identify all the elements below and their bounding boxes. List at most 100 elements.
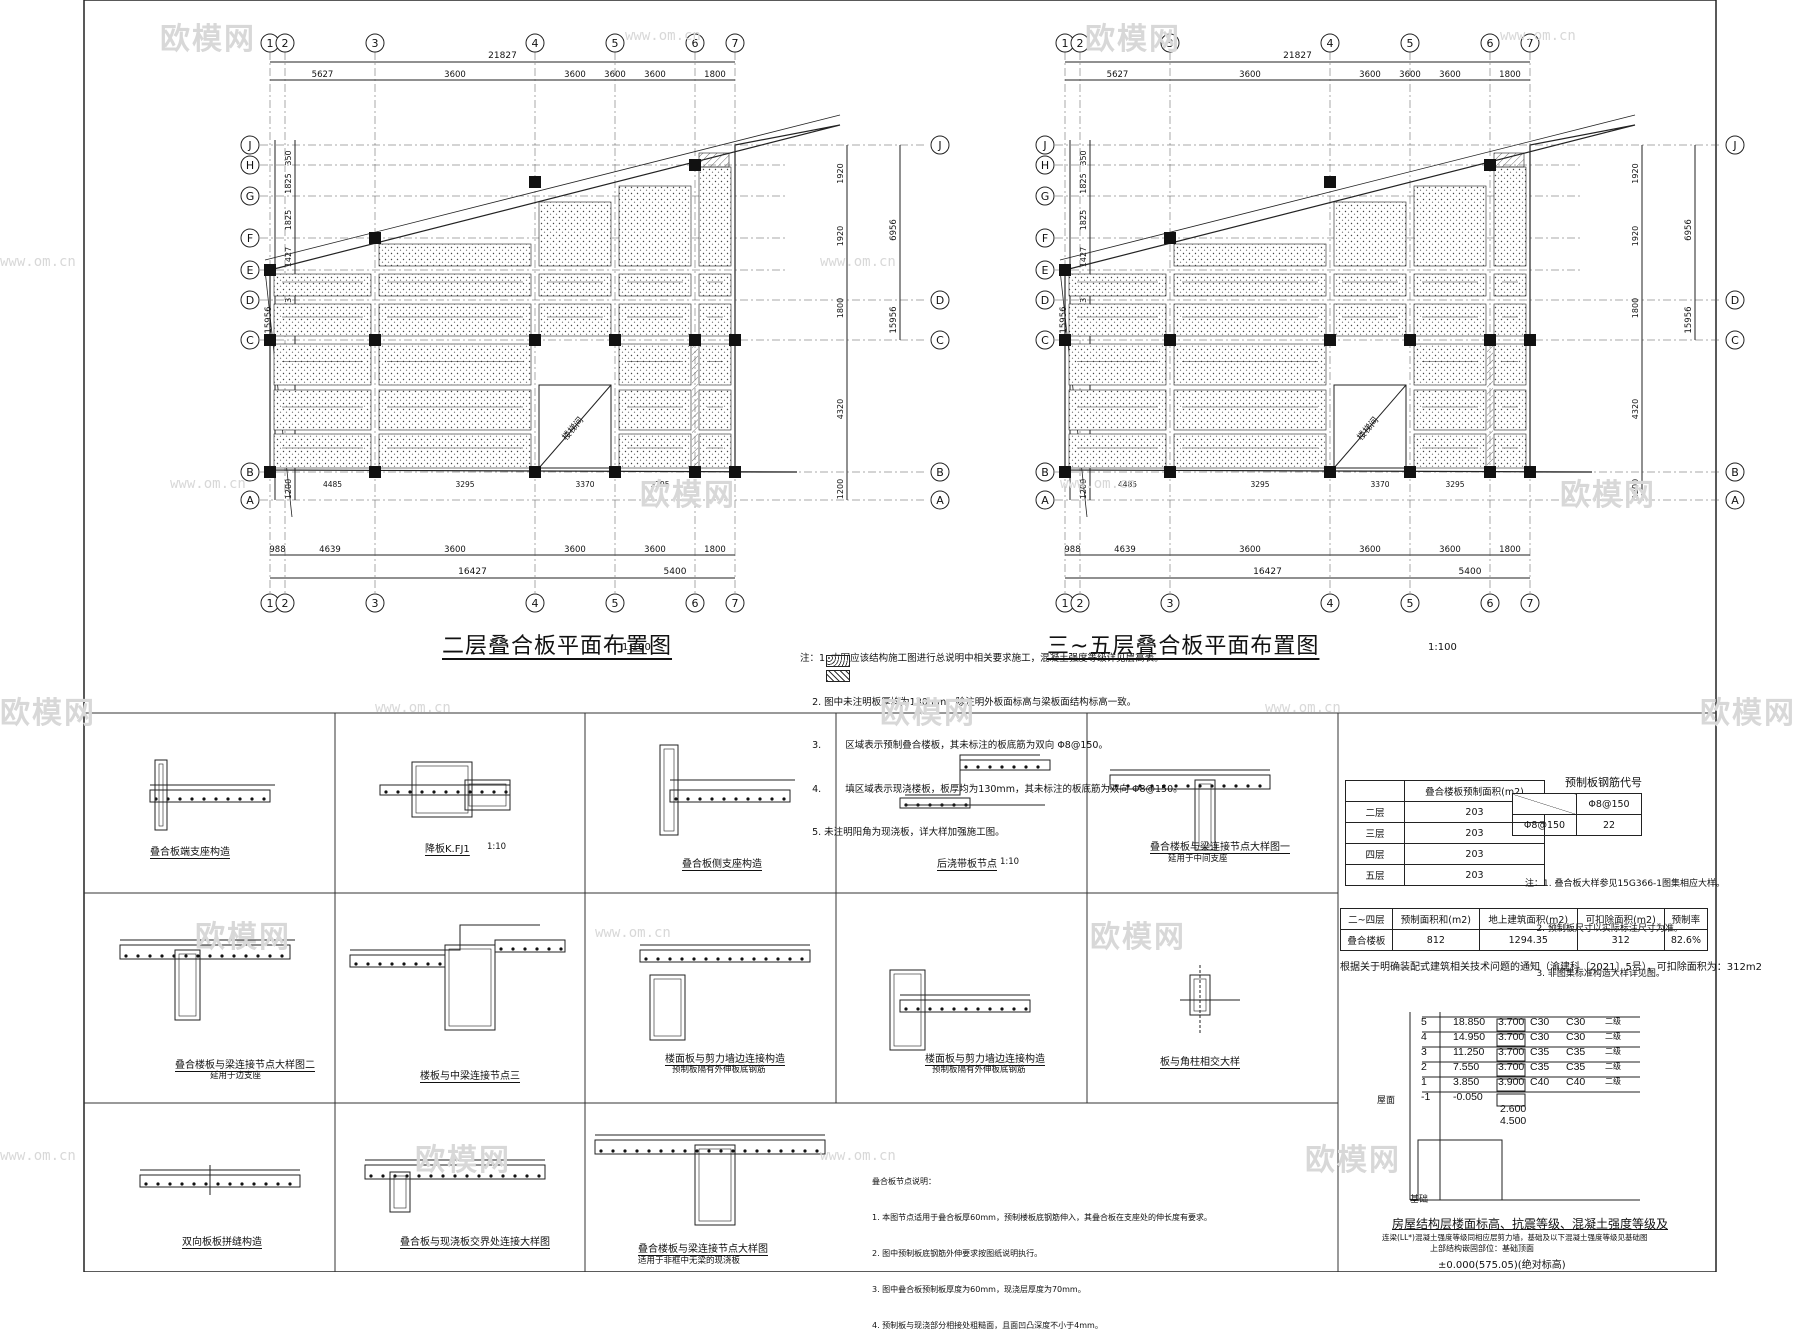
rebar-dot <box>438 962 442 966</box>
dimension-label: 3600 <box>564 70 586 80</box>
precast-slab <box>1068 433 1167 469</box>
axis-bubble <box>240 155 260 175</box>
rebar-dot <box>216 1182 220 1186</box>
rate-cell: 312 <box>1576 929 1665 951</box>
rebar-dot <box>226 797 230 801</box>
axis-letter: J <box>247 139 251 152</box>
axis-letter: H <box>246 159 254 172</box>
precast-slab <box>1173 389 1327 431</box>
precast-slab <box>378 243 532 267</box>
floor-height-box <box>1496 1093 1526 1107</box>
floor-elevation: 18.850 <box>1453 1016 1486 1028</box>
axis-bubble <box>1480 593 1500 613</box>
plan-scale-2f: 1:100 <box>622 642 651 653</box>
dimension-label: 4320 <box>836 399 845 419</box>
precast-slab <box>273 343 372 386</box>
concrete-grade: C40 <box>1566 1076 1586 1088</box>
precast-slab <box>1333 273 1407 297</box>
rate-header: 预制面积和(m2) <box>1391 908 1480 930</box>
dimension-label: 4639 <box>1114 545 1136 555</box>
axis-letter: C <box>246 334 254 347</box>
precast-slab <box>1173 433 1327 469</box>
detail-beam <box>389 1171 411 1213</box>
rebar-dot <box>148 954 152 958</box>
rebar-dot <box>764 957 768 961</box>
rebar-dot <box>378 962 382 966</box>
structural-column <box>729 466 741 478</box>
rebar-dot <box>1222 784 1226 788</box>
rebar-dot <box>453 1174 457 1178</box>
precast-slab <box>618 389 692 431</box>
dimension-label: 3600 <box>1439 70 1461 80</box>
dimension-label: 1800 <box>1631 298 1640 318</box>
rebar-dot <box>535 947 539 951</box>
axis-bubble <box>1725 135 1745 155</box>
axis-letter: B <box>246 466 254 479</box>
floor-number: 3 <box>1421 1046 1427 1058</box>
castinplace-slab <box>1493 152 1525 168</box>
seismic-grade: 二级 <box>1605 1077 1621 1086</box>
axis-bubble <box>725 33 745 53</box>
elevation-title: 房屋结构层楼面标高、抗震等级、混凝土强度等级及 <box>1392 1217 1669 1231</box>
detail-slab <box>959 759 1051 771</box>
axis-bubble <box>365 593 385 613</box>
watermark-url: www.om.cn <box>170 476 246 492</box>
composite-notes-title: 叠合板节点说明： <box>872 1177 936 1186</box>
detail-caption: 叠合楼板与梁连接节点大样图 <box>638 1244 768 1255</box>
detail-caption: 叠合板端支座构造 <box>150 847 230 858</box>
rebar-dot <box>256 954 260 958</box>
rebar-dot <box>1036 765 1040 769</box>
concrete-grade: C35 <box>1566 1061 1586 1073</box>
detail-slab <box>119 944 291 960</box>
rebar-dot <box>752 957 756 961</box>
rebar-dot <box>441 1174 445 1178</box>
dimension-label: 3295 <box>455 480 474 489</box>
rebar-dot <box>728 957 732 961</box>
rebar-dot <box>178 797 182 801</box>
precast-slab <box>698 303 732 337</box>
precast-slab <box>1068 343 1167 386</box>
axis-bubble <box>930 330 950 350</box>
precast-slab <box>378 433 532 469</box>
axis-bubble <box>725 593 745 613</box>
floor-height: 3.700 <box>1498 1031 1525 1043</box>
axis-number: 7 <box>1527 597 1534 610</box>
watermark-url: www.om.cn <box>625 28 701 44</box>
axis-letter: B <box>1041 466 1049 479</box>
dimension-label: 3370 <box>1370 480 1389 489</box>
detail-beam <box>694 1144 736 1226</box>
rebar-dot <box>710 797 714 801</box>
general-notes: 注：1. 本图应该结构施工图进行总说明中相关要求施工，混凝土强度等级详见层高表。… <box>800 623 1183 855</box>
axis-letter: B <box>1731 466 1739 479</box>
axis-bubble <box>1035 228 1055 248</box>
axis-letter: G <box>246 190 255 203</box>
dimension-label: 1825 <box>284 173 293 193</box>
rebar-dot <box>250 797 254 801</box>
detail-subcaption: 延用于边支座 <box>210 1071 262 1081</box>
precast-slab <box>273 389 372 431</box>
watermark: 欧模网 <box>640 478 736 513</box>
precast-slab <box>1413 273 1487 297</box>
precast-slab <box>618 343 692 386</box>
floor-height-box <box>1496 1078 1526 1092</box>
floor-number: -1 <box>1421 1091 1431 1103</box>
axis-letter: E <box>247 264 254 277</box>
rebar-dot <box>668 957 672 961</box>
axis-number: 3 <box>372 597 379 610</box>
rebar-dot <box>264 1182 268 1186</box>
axis-bubble <box>930 490 950 510</box>
axis-letter: G <box>1041 190 1050 203</box>
rebar-dot <box>767 1149 771 1153</box>
detail-beam <box>889 969 926 1051</box>
precast-slab <box>538 303 612 337</box>
rebar-dot <box>432 790 436 794</box>
precast-slab <box>1333 303 1407 337</box>
rate-header: 地上建筑面积(m2) <box>1478 908 1578 930</box>
axis-letter: J <box>937 139 941 152</box>
detail-beam <box>444 944 496 1031</box>
axis-number: 6 <box>1487 37 1494 50</box>
watermark: 欧模网 <box>415 1143 511 1178</box>
side-note: 3. 非图集标准构造大样详见图。 <box>1525 969 1665 979</box>
axis-number: 4 <box>532 37 539 50</box>
rebar-dot <box>716 957 720 961</box>
